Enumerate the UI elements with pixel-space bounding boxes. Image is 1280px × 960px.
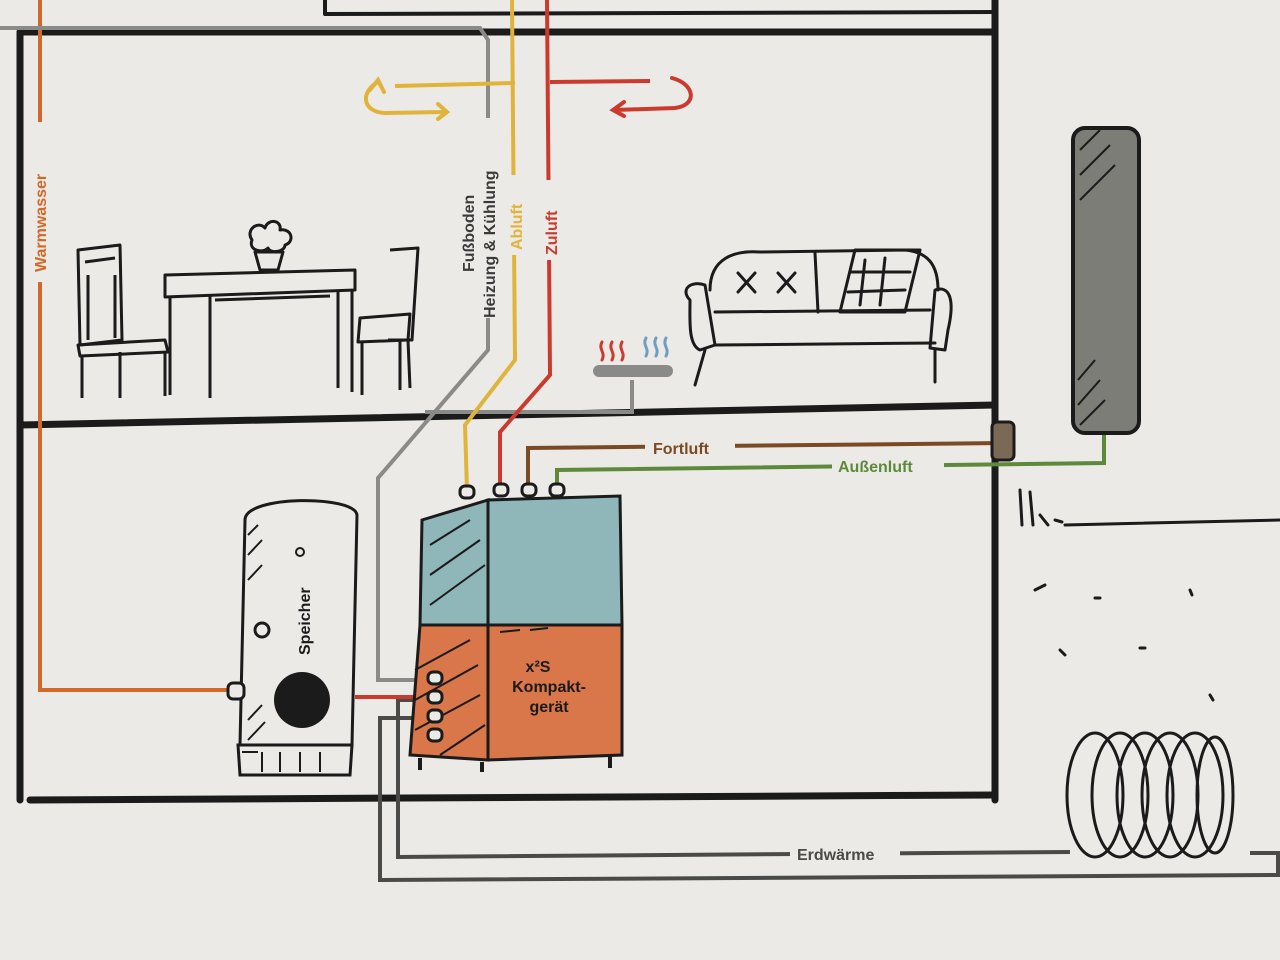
abluft-label: Abluft — [509, 203, 526, 250]
unit-label-line1: x²S — [526, 659, 551, 676]
wall-vent — [990, 420, 1016, 462]
fortluft-line — [526, 441, 1006, 490]
unit-label-line3: gerät — [529, 699, 569, 716]
house-walls — [16, 0, 999, 804]
ground-heat-coil — [1065, 731, 1235, 859]
speicher-label: Speicher — [297, 587, 314, 655]
aussenluft-line — [555, 432, 1106, 490]
warmwasser-line — [38, 0, 232, 692]
fussboden-line — [0, 26, 490, 682]
warmwasser-label: Warmwasser — [33, 174, 50, 272]
fortluft-label: Fortluft — [653, 441, 710, 458]
zuluft-arrow — [609, 76, 693, 118]
dining-set — [76, 220, 420, 398]
erdwaerme-label: Erdwärme — [797, 847, 874, 864]
heat-wave-icon — [599, 340, 625, 362]
floor-heating-branch — [425, 380, 634, 414]
outdoor-air-unit — [1071, 126, 1141, 435]
erdwaerme-line — [378, 716, 1280, 883]
flower-pot-icon — [248, 220, 293, 272]
ground-surface — [1018, 488, 1280, 702]
unit-label-line2: Kompakt- — [512, 679, 586, 696]
sofa — [684, 248, 953, 387]
kompaktgeraet-unit: x²S Kompakt- gerät — [408, 482, 624, 772]
cool-wave-icon — [643, 336, 669, 358]
fan-grille-icon — [274, 672, 330, 728]
abluft-branch — [394, 81, 516, 88]
zuluft-branch — [549, 79, 651, 84]
fussboden-label-line1: Fußboden — [461, 195, 478, 272]
floor-heating-emitter — [593, 336, 673, 377]
zuluft-label: Zuluft — [544, 210, 561, 255]
abluft-arrow — [364, 76, 451, 121]
speicher-tank: Speicher — [226, 499, 359, 777]
fussboden-label-line2: Heizung & Kühlung — [482, 170, 499, 318]
aussenluft-label: Außenluft — [838, 459, 913, 476]
